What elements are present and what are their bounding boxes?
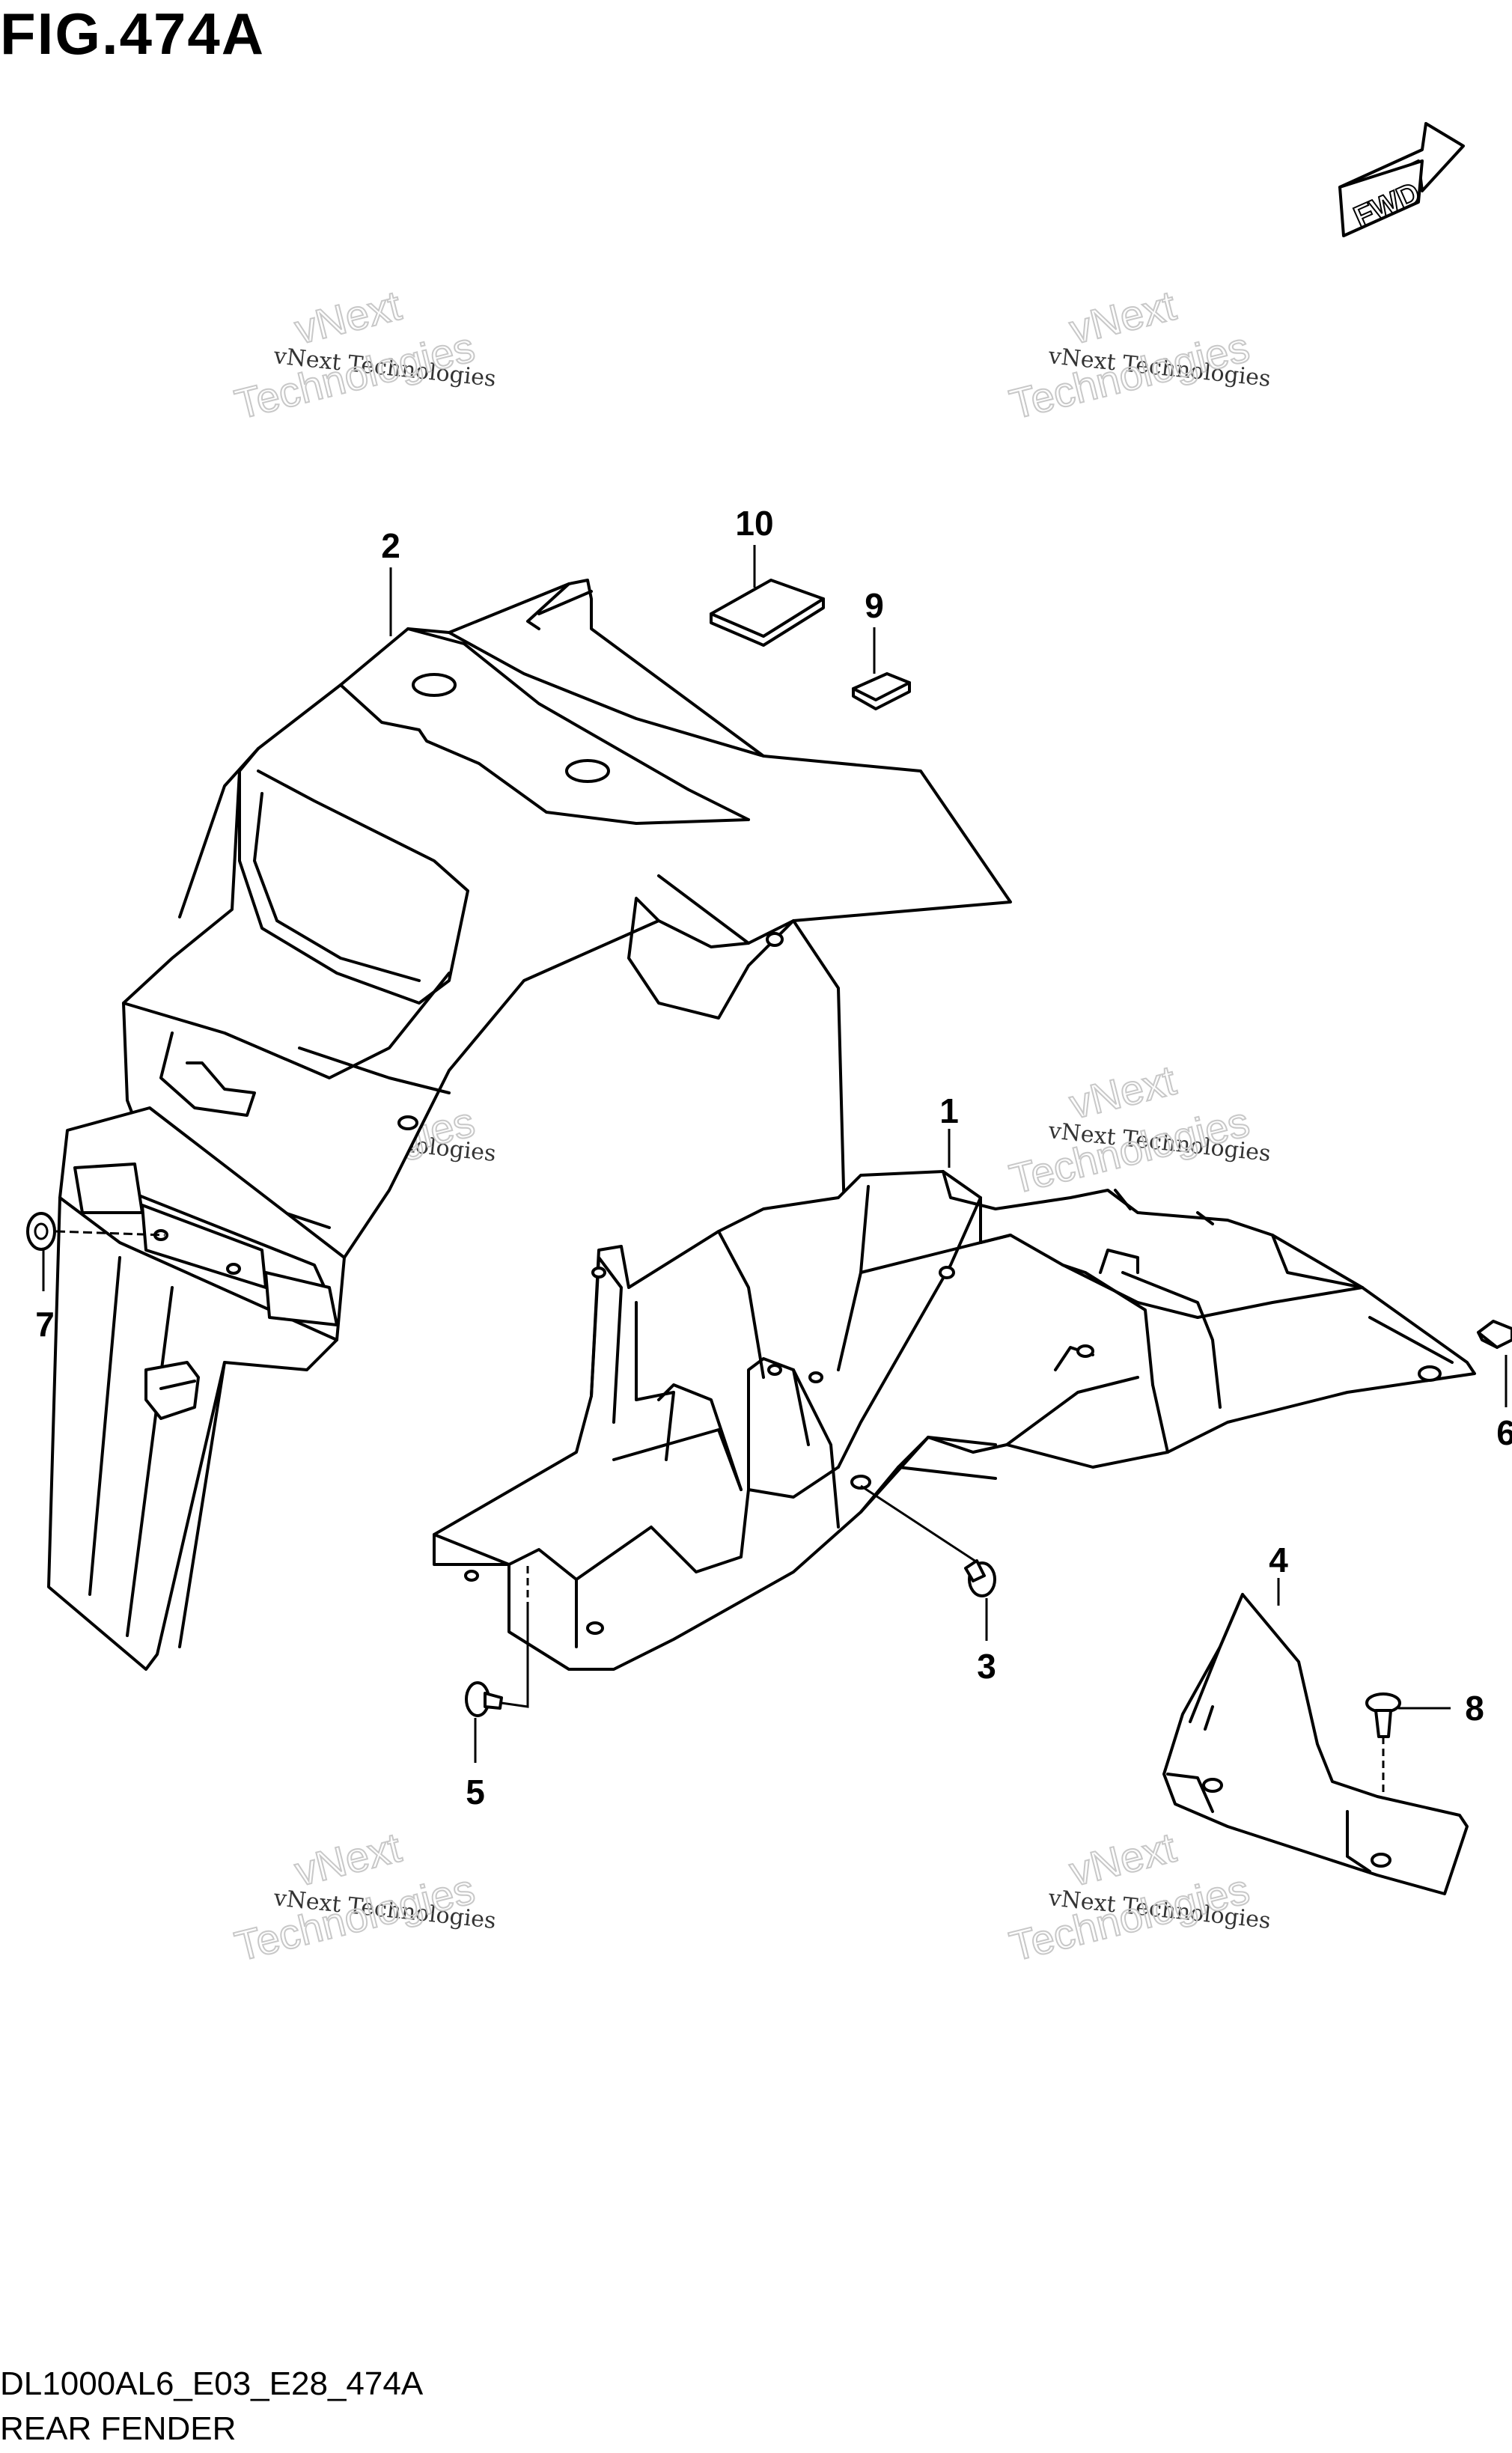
callout-8: 8 [1465,1689,1484,1728]
watermark-bottom-right: vNext Technologies vNext Technologies [1005,1823,1272,1971]
callout-10: 10 [735,504,773,543]
leader-lines [42,545,1508,1763]
callout-6: 6 [1496,1413,1512,1452]
part-2-rear-fender-upper [122,579,1012,1394]
part-3-bolt [860,1484,996,1597]
watermark-top-left: vNext Technologies vNext Technologies [230,281,498,429]
part-7-grommet [26,1212,165,1251]
part-9-pad [852,672,911,710]
figure-title: FIG.474A [0,1,266,67]
callout-2: 2 [381,526,400,565]
callout-4: 4 [1269,1541,1288,1579]
watermark-bottom-left: vNext Technologies vNext Technologies [230,1823,498,1971]
callout-1: 1 [939,1091,959,1130]
part-10-pad [710,579,825,647]
part-5-screw [465,1564,529,1717]
watermark-top-right: vNext Technologies vNext Technologies [1005,281,1272,429]
figure-code: DL1000AL6_E03_E28_474A [0,2365,424,2402]
watermark-mid-right: vNext Technologies vNext Technologies [1005,1055,1272,1204]
callouts: 1 2 3 4 5 6 7 8 9 10 [35,504,1512,1811]
part-1-rear-fender [433,1170,1476,1671]
figure-name: REAR FENDER [0,2410,237,2447]
part-6-nut [1477,1320,1512,1349]
callout-7: 7 [35,1305,55,1344]
callout-5: 5 [466,1773,485,1811]
callout-9: 9 [865,586,884,625]
fwd-arrow-badge: FWD [1338,122,1465,237]
part-8-screw [1365,1692,1401,1793]
part-2-license-bracket [47,1106,346,1671]
callout-3: 3 [977,1647,996,1686]
part-4-cover [1162,1593,1469,1895]
